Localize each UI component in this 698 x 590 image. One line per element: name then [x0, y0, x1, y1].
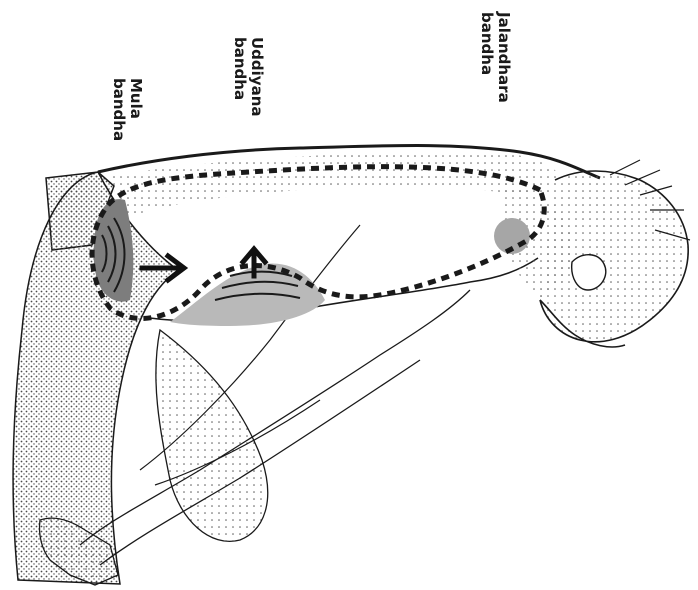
- mula-bandha-label: Mula bandha: [110, 78, 144, 138]
- jalandhara-label-line2: bandha: [478, 12, 495, 107]
- arm-shape: [156, 330, 268, 541]
- mula-label-line2: bandha: [110, 78, 127, 138]
- uddiyana-label-line1: Uddiyana: [248, 37, 265, 117]
- uddiyana-bandha-label: Uddiyana bandha: [231, 37, 265, 117]
- forearm-line: [80, 290, 470, 545]
- head-outline: [540, 171, 688, 342]
- uddiyana-label-line2: bandha: [231, 37, 248, 117]
- mula-label-line1: Mula: [127, 78, 144, 138]
- ear-shape: [572, 255, 606, 290]
- torso-stipple: [112, 150, 560, 220]
- jalandhara-bandha-label: Jalandhara bandha: [478, 12, 512, 107]
- jalandhara-label-line1: Jalandhara: [495, 12, 512, 107]
